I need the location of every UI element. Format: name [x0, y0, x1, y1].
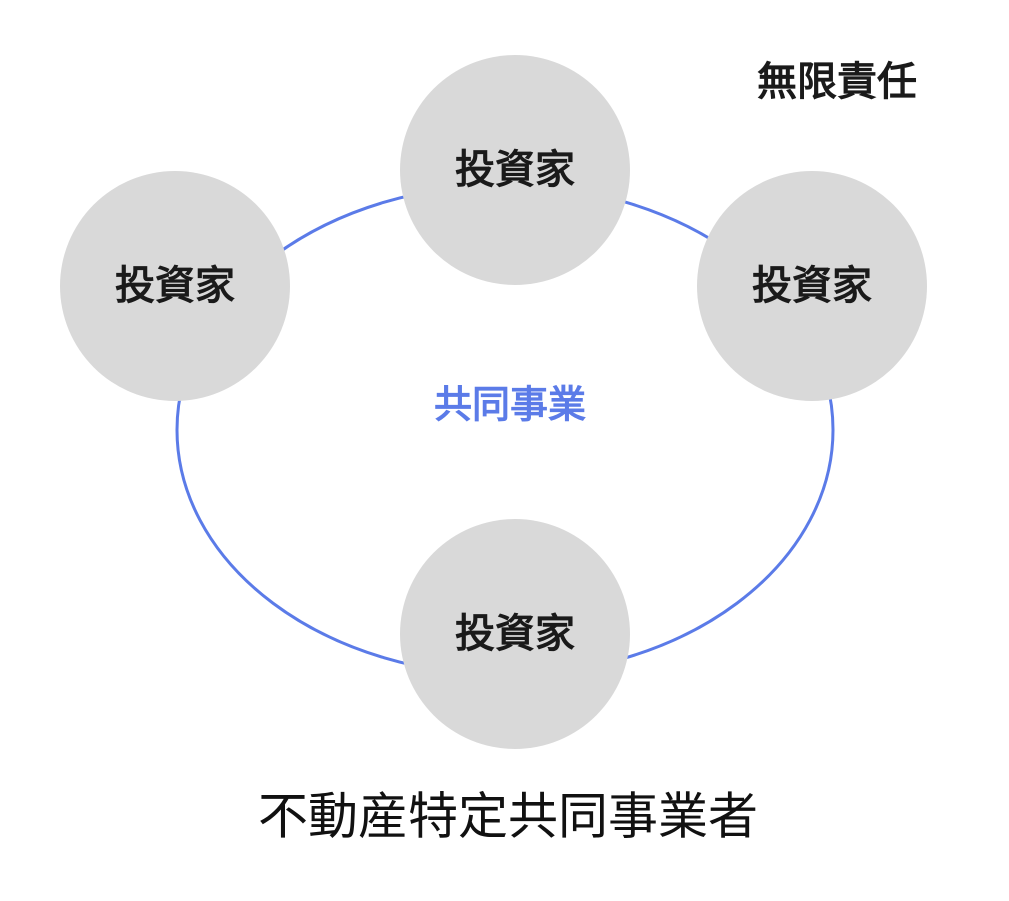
specified-joint-business-operator-label: 不動産特定共同事業者	[258, 788, 758, 846]
investor-node-bottom: 投資家	[400, 519, 630, 749]
investor-node-right: 投資家	[697, 171, 927, 401]
joint-business-label: 共同事業	[434, 383, 586, 427]
investor-node-top: 投資家	[400, 55, 630, 285]
investor-label: 投資家	[455, 611, 575, 657]
investor-circle	[697, 171, 927, 401]
investor-label: 投資家	[752, 263, 872, 309]
investor-node-left: 投資家	[60, 171, 290, 401]
investor-circle	[60, 171, 290, 401]
investor-label: 投資家	[455, 147, 575, 193]
unlimited-liability-label: 無限責任	[757, 59, 917, 105]
investor-circle	[400, 55, 630, 285]
investor-circle	[400, 519, 630, 749]
investor-label: 投資家	[115, 263, 235, 309]
